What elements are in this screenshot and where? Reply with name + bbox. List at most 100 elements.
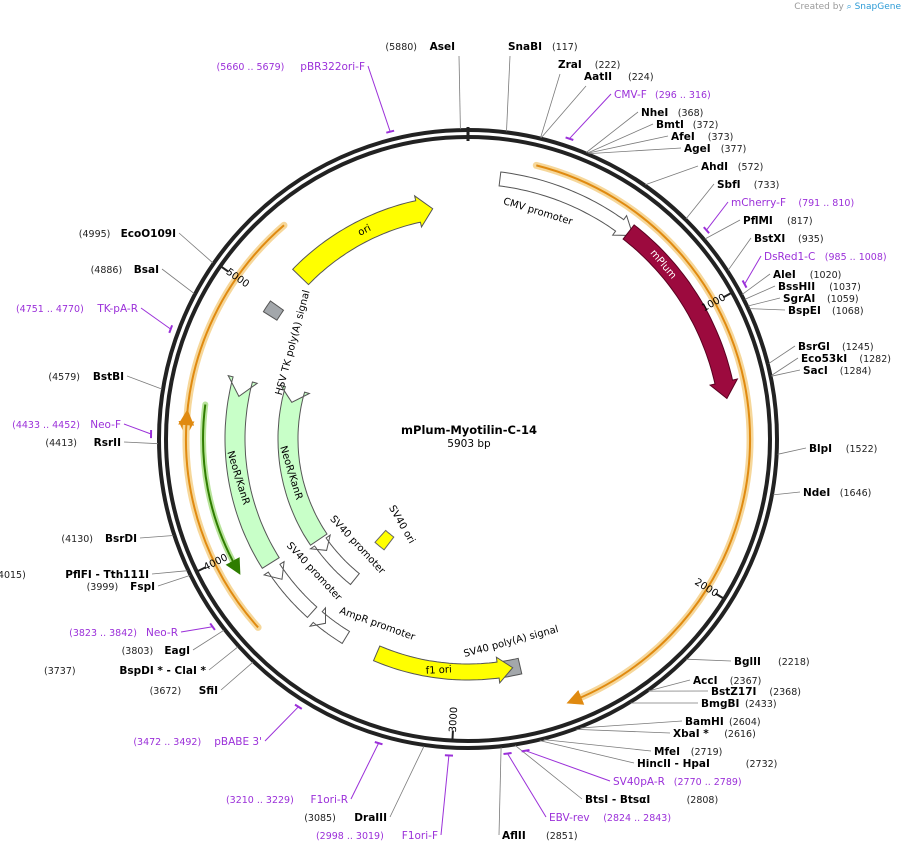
site-name: SgrAI	[783, 293, 815, 305]
site-leader	[139, 535, 174, 539]
label-f1-ori: f1 ori	[425, 664, 452, 676]
primer-mark	[703, 226, 710, 234]
primer-mark	[741, 280, 748, 289]
site-position: (5880)	[385, 42, 417, 53]
site-name: MfeI	[654, 746, 680, 758]
site-leader	[772, 491, 801, 496]
site-leader	[771, 357, 799, 376]
site-position: (1284)	[840, 366, 872, 377]
site-position: (1522)	[846, 444, 878, 455]
feature-neor-inner	[277, 384, 328, 546]
orf-left-arc-b	[178, 409, 259, 629]
scale-tick	[715, 592, 725, 600]
site-leader	[587, 135, 669, 154]
site-leader	[686, 658, 732, 662]
orf-arcs	[178, 161, 754, 705]
orf-neo-arc	[202, 404, 241, 575]
site-leader	[744, 285, 776, 300]
site-leader	[192, 629, 225, 651]
site-position: (1059)	[827, 294, 859, 305]
feature-f1-ori-arrow	[372, 645, 514, 685]
site-leader	[685, 183, 715, 219]
site-leader	[749, 308, 786, 311]
site-position: (2367)	[730, 676, 762, 687]
feature-hsv-tk-polya	[262, 300, 285, 321]
site-name: BmgBI	[701, 698, 739, 710]
site-position: (2732)	[746, 759, 778, 770]
site-leader	[123, 441, 159, 445]
site-name: SbfI	[717, 179, 741, 191]
site-position: (373)	[708, 132, 734, 143]
site-position: (2808)	[687, 795, 719, 806]
site-name: SacI	[803, 365, 828, 377]
primer-range: (985 .. 1008)	[825, 252, 887, 263]
feature-mplum	[622, 224, 739, 400]
primer-name: pBABE 3'	[214, 736, 262, 748]
site-leader	[589, 147, 682, 154]
site-name: SfiI	[199, 685, 218, 697]
site-name: PflFI - Tth111I	[65, 569, 149, 581]
site-name: SnaBI	[508, 41, 542, 53]
site-leader	[498, 747, 502, 836]
site-leader	[126, 375, 163, 390]
site-position: (377)	[721, 144, 747, 155]
primer-range: (2998 .. 3019)	[316, 831, 384, 842]
site-position: (372)	[693, 120, 719, 131]
feature-cmv-promoter	[498, 171, 634, 237]
site-name: AfeI	[671, 131, 695, 143]
site-name: BstZ17I	[711, 686, 756, 698]
site-leader	[458, 55, 461, 130]
site-leader	[389, 745, 425, 818]
site-position: (222)	[595, 60, 621, 71]
credit-prefix: Created by	[794, 2, 844, 12]
primer-mark	[294, 703, 303, 710]
site-leader	[178, 232, 214, 264]
feature-sv40-promoter-outer	[262, 560, 318, 619]
primer-leader	[264, 706, 299, 742]
site-name: BtsI - BtsαI	[585, 794, 650, 806]
primer-name: Neo-F	[90, 419, 121, 431]
site-name: BsrDI	[105, 533, 137, 545]
primer-leader	[123, 423, 152, 435]
site-leader	[540, 73, 561, 138]
label-sv40-polya: SV40 poly(A) signal	[463, 624, 560, 660]
primer-name: DsRed1-C	[764, 251, 815, 263]
site-name: AhdI	[701, 161, 728, 173]
site-position: (3672)	[150, 686, 182, 697]
site-name: BlpI	[809, 443, 832, 455]
primer-mark	[565, 136, 574, 141]
primer-leader	[507, 753, 547, 818]
site-position: (1646)	[840, 488, 872, 499]
site-name: BstXI	[754, 233, 785, 245]
primer-leader	[569, 93, 612, 140]
primer-name: F1ori-F	[402, 830, 438, 842]
scale-tick-label: 3000	[448, 707, 460, 733]
site-name: BglII	[734, 656, 761, 668]
primer-mark	[168, 324, 174, 334]
orf-mplum-arc	[536, 164, 752, 705]
site-name: AleI	[773, 269, 796, 281]
site-name: AatII	[584, 71, 612, 83]
site-name: BssHII	[778, 281, 815, 293]
primer-leader	[350, 742, 380, 800]
primer-leader	[180, 626, 213, 633]
site-name: NheI	[641, 107, 668, 119]
site-leader	[771, 369, 801, 377]
label-leaders	[123, 55, 807, 836]
primer-range: (296 .. 316)	[655, 90, 711, 101]
site-name: XbaI *	[673, 728, 709, 740]
site-leader	[648, 679, 691, 692]
label-ori: ori	[356, 223, 373, 239]
primer-name: pBR322ori-F	[300, 61, 365, 73]
site-leader	[645, 165, 699, 186]
site-name: BstBI	[93, 371, 124, 383]
site-position: (4579)	[48, 372, 80, 383]
site-position: (2604)	[729, 717, 761, 728]
site-position: (1068)	[832, 306, 864, 317]
site-position: (572)	[738, 162, 764, 173]
map-labels: AseI(5880)SnaBI(117)ZraI(222)AatII(224)N…	[0, 41, 891, 842]
site-leader	[151, 570, 188, 575]
primer-mark	[374, 741, 383, 746]
site-name: AccI	[693, 675, 717, 687]
primer-range: (3823 .. 3842)	[69, 628, 137, 639]
